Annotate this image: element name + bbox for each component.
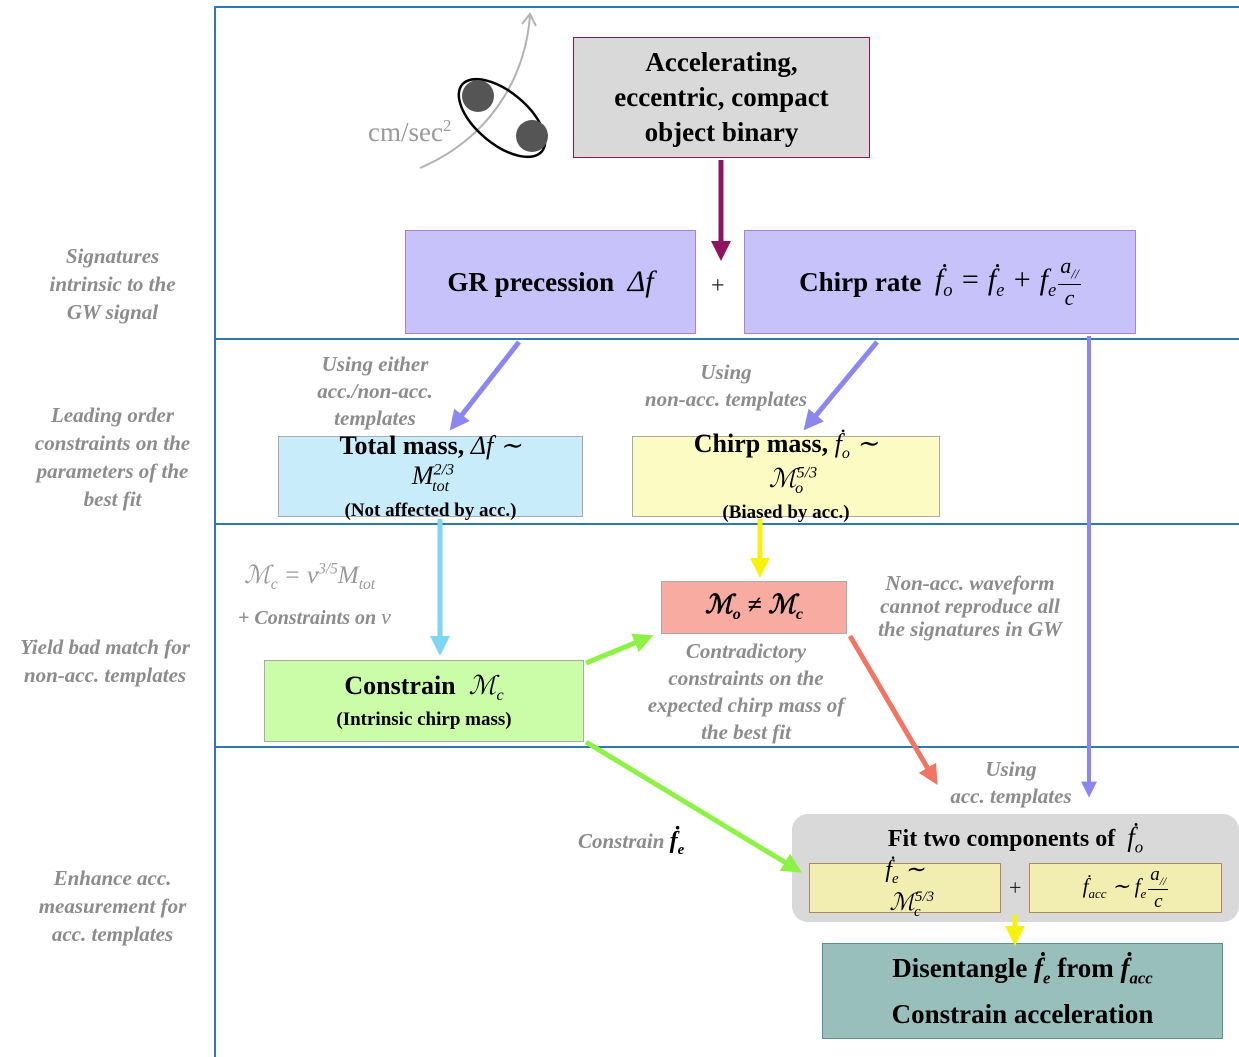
plus-sign-fit: + xyxy=(1009,875,1022,900)
disentangle-box: Disentangle ḟe from ḟacc Constrain accel… xyxy=(822,943,1223,1039)
arrow-constrain-to-mismatch xyxy=(585,633,654,666)
arrow-chirp-to-chirp-mass xyxy=(803,340,879,431)
mismatch-box: ℳo ≠ ℳc xyxy=(661,581,847,634)
arrow-constrain-to-fe xyxy=(584,739,802,873)
grid-row-divider xyxy=(214,523,1239,525)
plus-sign-top: + xyxy=(711,273,725,299)
grid-vertical-line xyxy=(214,6,216,1057)
arrow-mismatch-to-fit xyxy=(847,634,938,786)
note-constrain-fe: Constrain ḟe xyxy=(578,828,685,858)
compact-object xyxy=(516,120,548,152)
chirp-mass-box: Chirp mass, ḟo ∼ ℳ5/3o (Biased by acc.) xyxy=(632,429,940,523)
note-constraints-nu: + Constraints on ν xyxy=(238,604,391,629)
arrow-precession-to-total-mass xyxy=(449,340,521,431)
binary-orbit-illustration xyxy=(419,12,548,169)
compact-object xyxy=(462,80,494,112)
note-mc-relation: ℳc = ν3/5Mtot xyxy=(244,560,376,593)
trajectory-curve xyxy=(419,15,531,169)
gr-precession-box: GR precession Δf xyxy=(405,230,696,334)
constrain-mc-box: Constrain ℳc (Intrinsic chirp mass) xyxy=(264,660,584,742)
chirp-rate-box: Chirp rate ḟo = ḟe + fe a// c xyxy=(744,230,1136,334)
acceleration-unit-label: cm/sec2 xyxy=(368,116,452,147)
grid-row-divider xyxy=(214,338,1239,340)
fe-component-box: ḟe ∼ ℳ5/3c xyxy=(809,857,1001,920)
grid-row-divider xyxy=(214,746,1239,748)
orbit-ellipse xyxy=(457,77,547,159)
total-mass-box: Total mass, Δf ∼ M2/3tot (Not affected b… xyxy=(278,431,583,521)
facc-component-box: ḟacc ∼ fe a// c xyxy=(1029,863,1222,913)
grid-top-line xyxy=(214,6,1239,8)
trajectory-arrowhead xyxy=(521,12,537,27)
